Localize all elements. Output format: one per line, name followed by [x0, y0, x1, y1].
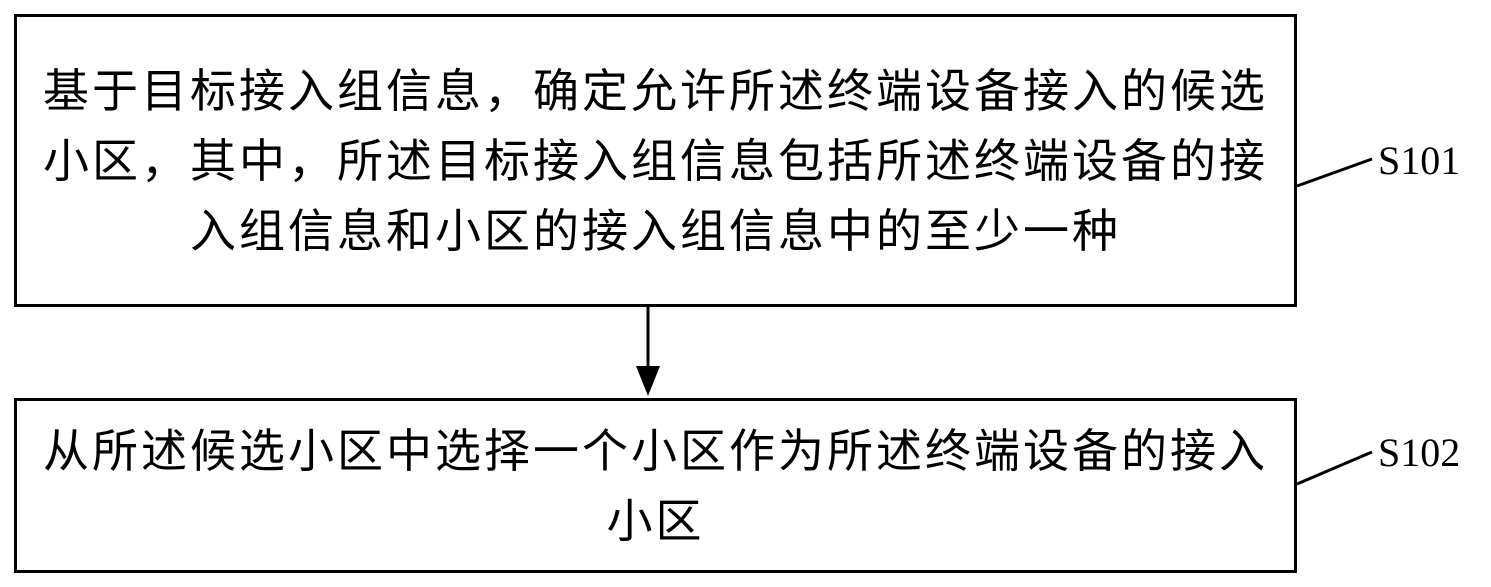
step-label-s102: S102	[1378, 430, 1461, 475]
flow-arrow-head	[636, 366, 660, 396]
label-leader-s101	[1296, 157, 1373, 188]
step-label-s101: S101	[1378, 138, 1461, 183]
step-text-s102: 从所述候选小区中选择一个小区作为所述终端设备的接入小区	[43, 423, 1268, 548]
step-text-s101: 基于目标接入组信息，确定允许所述终端设备接入的候选小区，其中，所述目标接入组信息…	[43, 63, 1268, 258]
label-leader-s102	[1296, 450, 1373, 486]
step-box-s101: 基于目标接入组信息，确定允许所述终端设备接入的候选小区，其中，所述目标接入组信息…	[14, 14, 1297, 307]
step-box-s102: 从所述候选小区中选择一个小区作为所述终端设备的接入小区	[14, 398, 1297, 573]
